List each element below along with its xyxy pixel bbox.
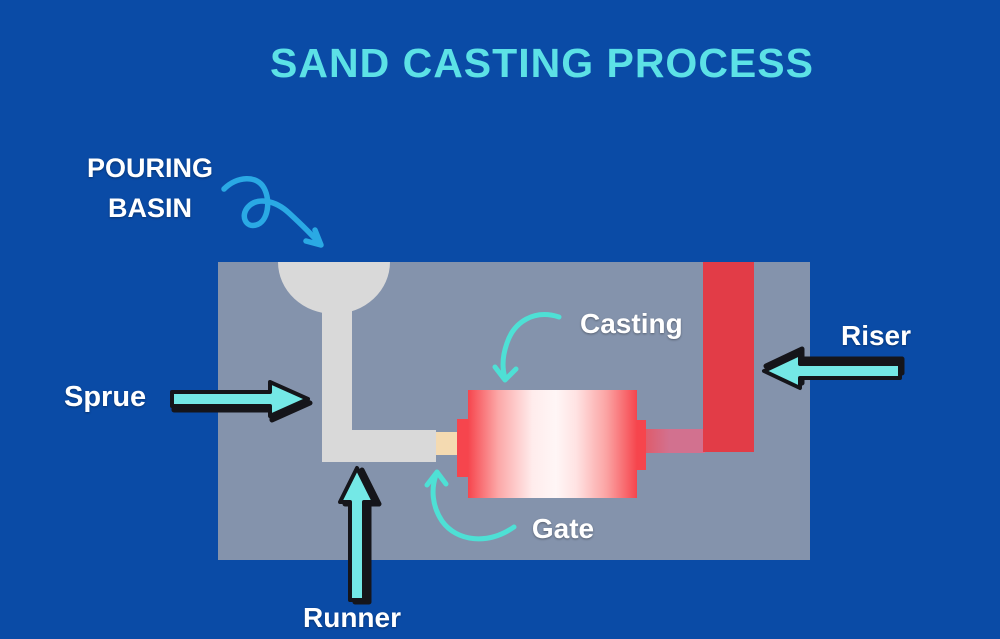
casting-body xyxy=(468,390,637,498)
page-title: SAND CASTING PROCESS xyxy=(270,40,814,86)
gate-block xyxy=(436,432,458,455)
casting-label: Casting xyxy=(580,308,683,339)
gate-label: Gate xyxy=(531,513,595,544)
runner-channel xyxy=(322,430,436,462)
sprue-label: Sprue xyxy=(64,381,147,413)
riser-channel xyxy=(703,262,754,452)
riser-connector-channel xyxy=(640,429,705,453)
pouring-basin-label: POURING BASIN xyxy=(86,153,213,223)
riser-label: Riser xyxy=(840,320,912,351)
runner-label: Runner xyxy=(303,602,401,633)
